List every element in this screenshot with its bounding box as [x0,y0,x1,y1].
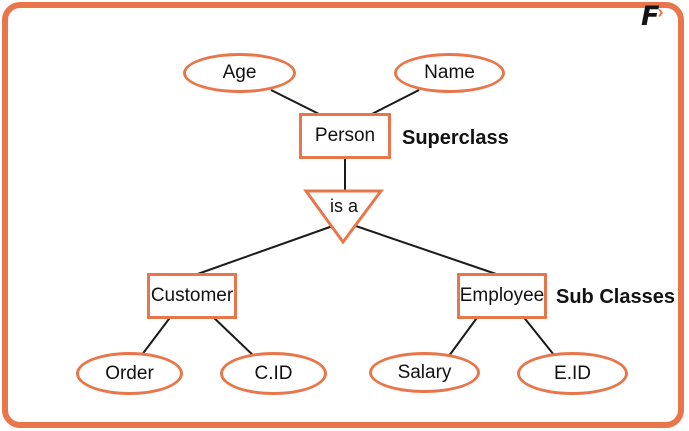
connector-age-person [270,89,326,118]
logo-chevron-icon: › [657,2,664,22]
connector-isa-employee [343,221,503,277]
attribute-age: Age [183,53,296,93]
attribute-name: Name [394,53,505,93]
connector-customer-cid [210,314,259,361]
brand-logo: F › [641,1,664,32]
attribute-order: Order [76,352,183,395]
attribute-salary: Salary [369,352,480,393]
attribute-cid: C.ID [220,352,327,395]
frame-border [2,2,684,428]
entity-person: Person [299,113,391,159]
isa-triangle-shape [303,189,384,245]
subclasses-annotation: Sub Classes [556,286,675,308]
connector-name-person [365,89,420,118]
entity-employee: Employee [457,273,547,319]
entity-customer: Customer [147,273,237,319]
connector-isa-customer [191,221,345,277]
logo-f-letter: F [641,1,660,32]
superclass-annotation: Superclass [402,127,509,149]
isa-relationship-label: is a [329,196,358,216]
connector-employee-salary [445,314,480,361]
attribute-eid: E.ID [517,352,628,395]
